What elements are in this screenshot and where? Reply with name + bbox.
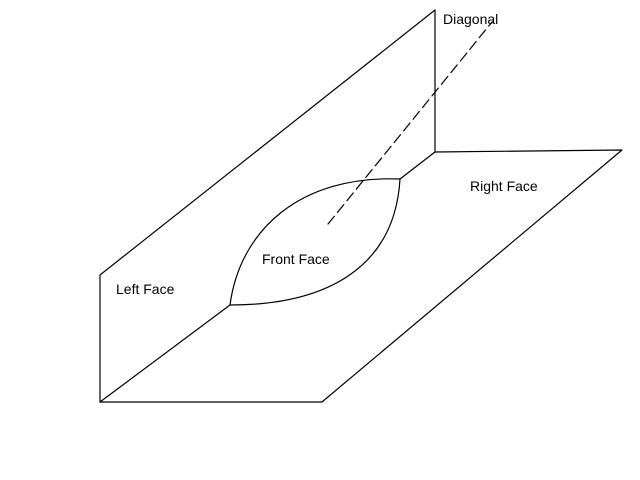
front-face-upper-arc — [229, 178, 401, 306]
diagonal-dashed-line — [327, 21, 493, 225]
bottom-face-outline — [99, 149, 623, 403]
left-face-label: Left Face — [116, 281, 175, 297]
front-face-lower-arc — [229, 178, 401, 306]
lower-edge-segment — [99, 304, 231, 403]
left-face-outline — [99, 9, 436, 403]
right-face-label: Right Face — [470, 178, 538, 194]
diagonal-label: Diagonal — [443, 11, 499, 27]
front-face-label: Front Face — [262, 251, 330, 267]
upper-edge-segment — [399, 151, 436, 180]
